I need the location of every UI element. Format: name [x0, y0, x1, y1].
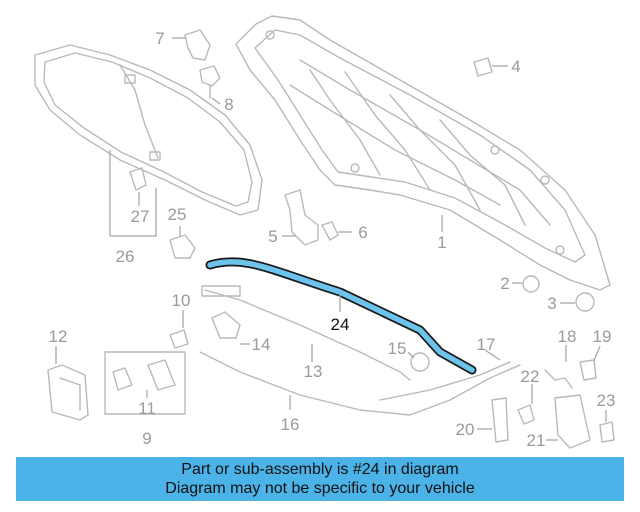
- part-13-rod: [201, 285, 411, 381]
- hood-insulator: [34, 44, 263, 216]
- part-18-spring: [544, 369, 573, 389]
- part-5-hinge: [284, 189, 319, 246]
- banner-line-2: Diagram may not be specific to your vehi…: [165, 480, 475, 497]
- callout-3: 3: [547, 294, 556, 313]
- callout-9: 9: [142, 429, 151, 448]
- leader-lines: [55, 37, 607, 441]
- part-9-kit-box: [104, 351, 186, 415]
- callout-11: 11: [138, 399, 156, 418]
- callout-17: 17: [477, 335, 496, 354]
- part-12-bracket: [47, 364, 89, 421]
- callout-12: 12: [49, 327, 68, 346]
- callout-20: 20: [456, 420, 475, 439]
- banner-line-1: Part or sub-assembly is #24 in diagram: [181, 461, 459, 478]
- callout-10: 10: [172, 291, 191, 310]
- callout-18: 18: [558, 327, 577, 346]
- callout-25: 25: [168, 205, 187, 224]
- callout-24: 24: [331, 315, 350, 334]
- part-15-washer: [410, 352, 430, 372]
- callout-26: 26: [116, 247, 135, 266]
- info-banner: Part or sub-assembly is #24 in diagram D…: [16, 457, 624, 501]
- part-2-grommet: [522, 275, 540, 293]
- callout-4: 4: [511, 57, 520, 76]
- callout-13: 13: [304, 362, 323, 381]
- callout-15: 15: [388, 339, 407, 358]
- callout-7: 7: [155, 29, 164, 48]
- part-17-cable: [379, 361, 511, 401]
- part-19-clip: [579, 359, 597, 381]
- callout-14: 14: [252, 335, 271, 354]
- callout-22: 22: [521, 367, 540, 386]
- callout-6: 6: [358, 223, 367, 242]
- callout-1: 1: [437, 233, 446, 252]
- part-7-clip: [184, 29, 211, 61]
- part-14-latch: [211, 311, 241, 339]
- callout-8: 8: [224, 95, 233, 114]
- part-23-clip: [599, 421, 615, 443]
- part-4-bumper: [473, 57, 493, 77]
- callout-27: 27: [131, 207, 150, 226]
- part-20-handle: [491, 397, 509, 443]
- callout-2: 2: [500, 274, 509, 293]
- callout-19: 19: [593, 327, 612, 346]
- callout-16: 16: [281, 415, 300, 434]
- callout-21: 21: [527, 431, 546, 450]
- part-27-clip: [129, 167, 147, 191]
- hood-panel: [235, 15, 611, 291]
- part-8-bolt: [199, 65, 221, 99]
- callout-5: 5: [268, 227, 277, 246]
- part-6-bolt: [321, 221, 339, 241]
- part-22-bolt: [517, 404, 535, 425]
- callout-23: 23: [597, 391, 616, 410]
- part-16-cable: [199, 351, 521, 416]
- part-25-stop: [169, 234, 196, 259]
- part-24-hood-seal: [205, 257, 477, 375]
- part-3-cap: [575, 292, 595, 312]
- part-21-latch: [554, 394, 591, 449]
- part-10-bolt: [169, 329, 189, 349]
